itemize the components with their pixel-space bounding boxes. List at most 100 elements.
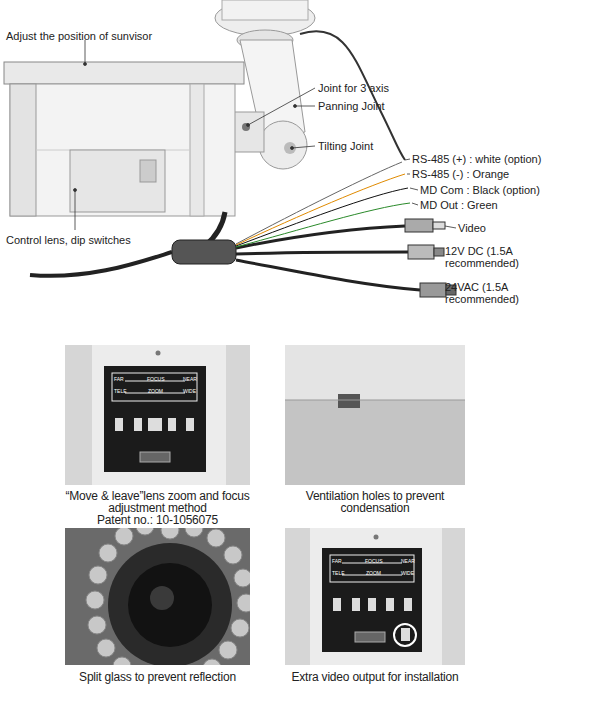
drawing-part (248, 88, 315, 125)
panel-marking: NEAR (183, 377, 197, 382)
drawing-part (148, 418, 162, 431)
drawing-part (322, 548, 422, 652)
drawing-part (234, 569, 250, 587)
drawing-part (404, 598, 412, 611)
panel-marking: FOCUS (147, 377, 165, 382)
leader-lines (74, 40, 457, 252)
drawing-part (115, 418, 123, 431)
drawing-part (222, 0, 308, 20)
drawing-part (104, 366, 206, 472)
drawing-part (285, 345, 465, 400)
drawing-part (247, 124, 250, 127)
camera-drawing (4, 0, 456, 297)
drawing-part (285, 400, 465, 401)
callout-label: Panning Joint (318, 100, 385, 112)
drawing-part (236, 174, 405, 245)
drawing-part (231, 619, 249, 637)
drawing-part (88, 616, 106, 634)
drawing-part (285, 345, 465, 485)
drawing-part (259, 121, 307, 169)
drawing-part (10, 84, 36, 216)
drawing-part (92, 345, 226, 485)
photo-panel (285, 528, 465, 665)
drawing-part (333, 598, 341, 611)
drawing-part (86, 528, 250, 665)
callout-label: Adjust the position of sunvisor (6, 30, 152, 42)
panel-marking: TELE (332, 571, 345, 576)
drawing-part (405, 159, 410, 160)
drawing-part (190, 84, 204, 216)
drawing-part (86, 591, 104, 609)
drawing-part (292, 146, 315, 148)
drawing-part (236, 203, 410, 247)
drawing-part (85, 40, 86, 64)
drawing-part (352, 598, 360, 611)
drawing-part (224, 546, 242, 564)
panel-marking: TELE (114, 389, 127, 394)
drawing-part (112, 373, 197, 401)
drawing-part (108, 543, 232, 665)
drawing-part (161, 528, 179, 539)
drawing-part (115, 528, 133, 545)
drawing-part (74, 189, 77, 192)
photo-panel: Split glass to prevent reflection (60, 528, 255, 688)
drawing-part (295, 106, 315, 107)
drawing-part (219, 641, 237, 659)
drawing-part (445, 226, 456, 228)
drawing-part (401, 628, 410, 641)
drawing-part (99, 544, 117, 562)
drawing-part (237, 594, 250, 612)
panel-marking: ZOOM (148, 389, 163, 394)
drawing-part (236, 252, 408, 254)
drawing-part (310, 528, 442, 665)
photo-panel: “Move & leave”lens zoom and focus adjust… (60, 345, 255, 535)
callout-label: RS-485 (+) : white (option) (412, 153, 541, 165)
drawing-part (150, 586, 174, 610)
drawing-part (300, 31, 405, 160)
drawing-part (412, 203, 418, 205)
drawing-part (140, 452, 170, 462)
callout-label: RS-485 (-) : Orange (412, 168, 509, 180)
panel-marking: ZOOM (366, 571, 381, 576)
drawing-part (407, 174, 410, 175)
drawing-part (420, 283, 446, 297)
drawing-part (408, 245, 434, 259)
drawing-part (4, 62, 244, 84)
drawing-part (185, 528, 203, 537)
panel-marking: NEAR (401, 559, 415, 564)
drawing-part (236, 188, 408, 246)
photo-panel: Extra video output for installation (280, 528, 470, 688)
drawing-part (394, 624, 416, 646)
drawing-part (168, 418, 176, 431)
drawing-part (330, 555, 414, 582)
drawing-part (136, 528, 154, 535)
drawing-part (140, 160, 156, 182)
callout-label: 24VAC (1.5A recommended) (445, 281, 563, 305)
drawing-part (156, 351, 161, 356)
photo-panel: Ventilation holes to prevent condensatio… (280, 345, 470, 535)
drawing-part (410, 188, 418, 190)
drawing-part (113, 657, 131, 665)
photo-caption: Split glass to prevent reflection (60, 671, 255, 683)
photo-caption: “Move & leave”lens zoom and focus adjust… (60, 490, 255, 514)
panel-marking: WIDE (183, 389, 196, 394)
photo-caption: Extra video output for installation (280, 671, 470, 683)
callout-label: MD Com : Black (option) (420, 184, 540, 196)
panel-marking: FAR (114, 377, 124, 382)
drawing-part (203, 659, 221, 665)
drawing-part (386, 598, 394, 611)
drawing-part (30, 252, 172, 276)
photo-caption: Ventilation holes to prevent condensatio… (280, 490, 470, 514)
drawing-part (65, 345, 250, 485)
panel-marking: WIDE (401, 571, 414, 576)
drawing-part (236, 162, 402, 244)
drawing-part (338, 394, 360, 408)
drawing-part (355, 632, 385, 642)
photo-panel (65, 345, 250, 485)
callout-label: Joint for 3 axis (318, 82, 389, 94)
callout-label: Control lens, dip switches (6, 234, 131, 246)
drawing-part (186, 418, 194, 431)
drawing-part (285, 528, 465, 665)
callout-label: Tilting Joint (318, 140, 373, 152)
